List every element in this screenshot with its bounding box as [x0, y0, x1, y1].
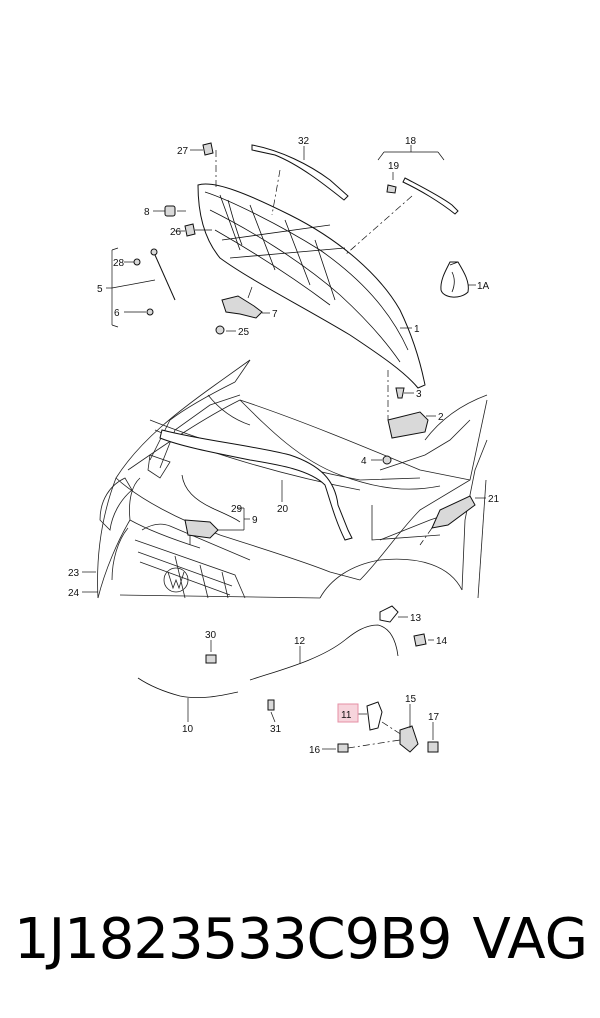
lever-part-9: [184, 519, 219, 539]
hood-seal-part: [251, 144, 349, 201]
label-6: 6: [114, 308, 120, 319]
label-17: 17: [428, 712, 440, 723]
label-1a: 1A: [477, 281, 490, 292]
label-10: 10: [182, 724, 194, 735]
label-23: 23: [68, 568, 80, 579]
part-4: [382, 455, 392, 465]
gas-strut-part: [150, 248, 176, 301]
label-13: 13: [410, 613, 422, 624]
car-body-outline: [97, 359, 488, 599]
part-6: [146, 308, 154, 316]
part-28: [133, 258, 141, 266]
cable-part-12: [249, 624, 399, 681]
label-29: 29: [231, 504, 243, 515]
label-7: 7: [272, 309, 278, 320]
clip-part-19: [386, 184, 397, 194]
label-21: 21: [488, 494, 500, 505]
footer: 1J1823533C9B9 VAG: [0, 900, 600, 980]
leader-lines: [82, 145, 486, 750]
part-13: [379, 605, 399, 623]
label-15: 15: [405, 694, 417, 705]
label-14: 14: [436, 636, 448, 647]
label-2: 2: [438, 412, 444, 423]
label-16: 16: [309, 745, 321, 756]
label-8: 8: [144, 207, 150, 218]
insulation-part-1a: [440, 261, 469, 298]
label-11: 11: [341, 710, 352, 721]
label-19: 19: [388, 161, 400, 172]
bolt-part-25: [215, 325, 225, 335]
seal-strip-part: [402, 177, 459, 215]
bump-stop-part: [202, 142, 214, 156]
part-8: [164, 205, 176, 217]
lock-part: [387, 411, 429, 439]
label-28: 28: [113, 258, 125, 269]
label-25: 25: [238, 327, 250, 338]
parts-diagram: 27 32 18 19 8 26 28 5 6 7 25 1A 1 3 2 4 …: [68, 136, 500, 756]
cable-part-10: [137, 677, 239, 699]
label-18: 18: [405, 136, 417, 147]
label-31: 31: [270, 724, 282, 735]
part-30: [205, 654, 217, 664]
part-26: [184, 223, 196, 237]
label-4: 4: [361, 456, 367, 467]
hood-part: [197, 183, 426, 389]
label-27: 27: [177, 146, 189, 157]
label-12: 12: [294, 636, 306, 647]
label-3: 3: [416, 389, 422, 400]
seal-part-20: [159, 429, 353, 541]
label-24: 24: [68, 588, 80, 599]
label-30: 30: [205, 630, 217, 641]
callout-labels: 27 32 18 19 8 26 28 5 6 7 25 1A 1 3 2 4 …: [68, 136, 500, 756]
part-15: [399, 725, 419, 753]
label-9: 9: [252, 515, 258, 526]
hinge-part: [221, 295, 263, 319]
label-5: 5: [97, 284, 103, 295]
cable-part-29: [181, 474, 241, 523]
part-17: [427, 741, 439, 753]
part-number: 1J1823533C9B9: [14, 907, 452, 972]
label-26: 26: [170, 227, 182, 238]
part-21: [431, 495, 476, 529]
label-1: 1: [414, 324, 420, 335]
part-14: [413, 633, 427, 647]
brand-name: VAG: [472, 907, 588, 972]
label-20: 20: [277, 504, 289, 515]
label-32: 32: [298, 136, 310, 147]
part-31: [267, 699, 275, 711]
part-16: [337, 743, 349, 753]
release-handle-part-11: [366, 701, 383, 731]
highlight-box-11: [337, 703, 359, 723]
buffer-part-3: [395, 387, 405, 399]
